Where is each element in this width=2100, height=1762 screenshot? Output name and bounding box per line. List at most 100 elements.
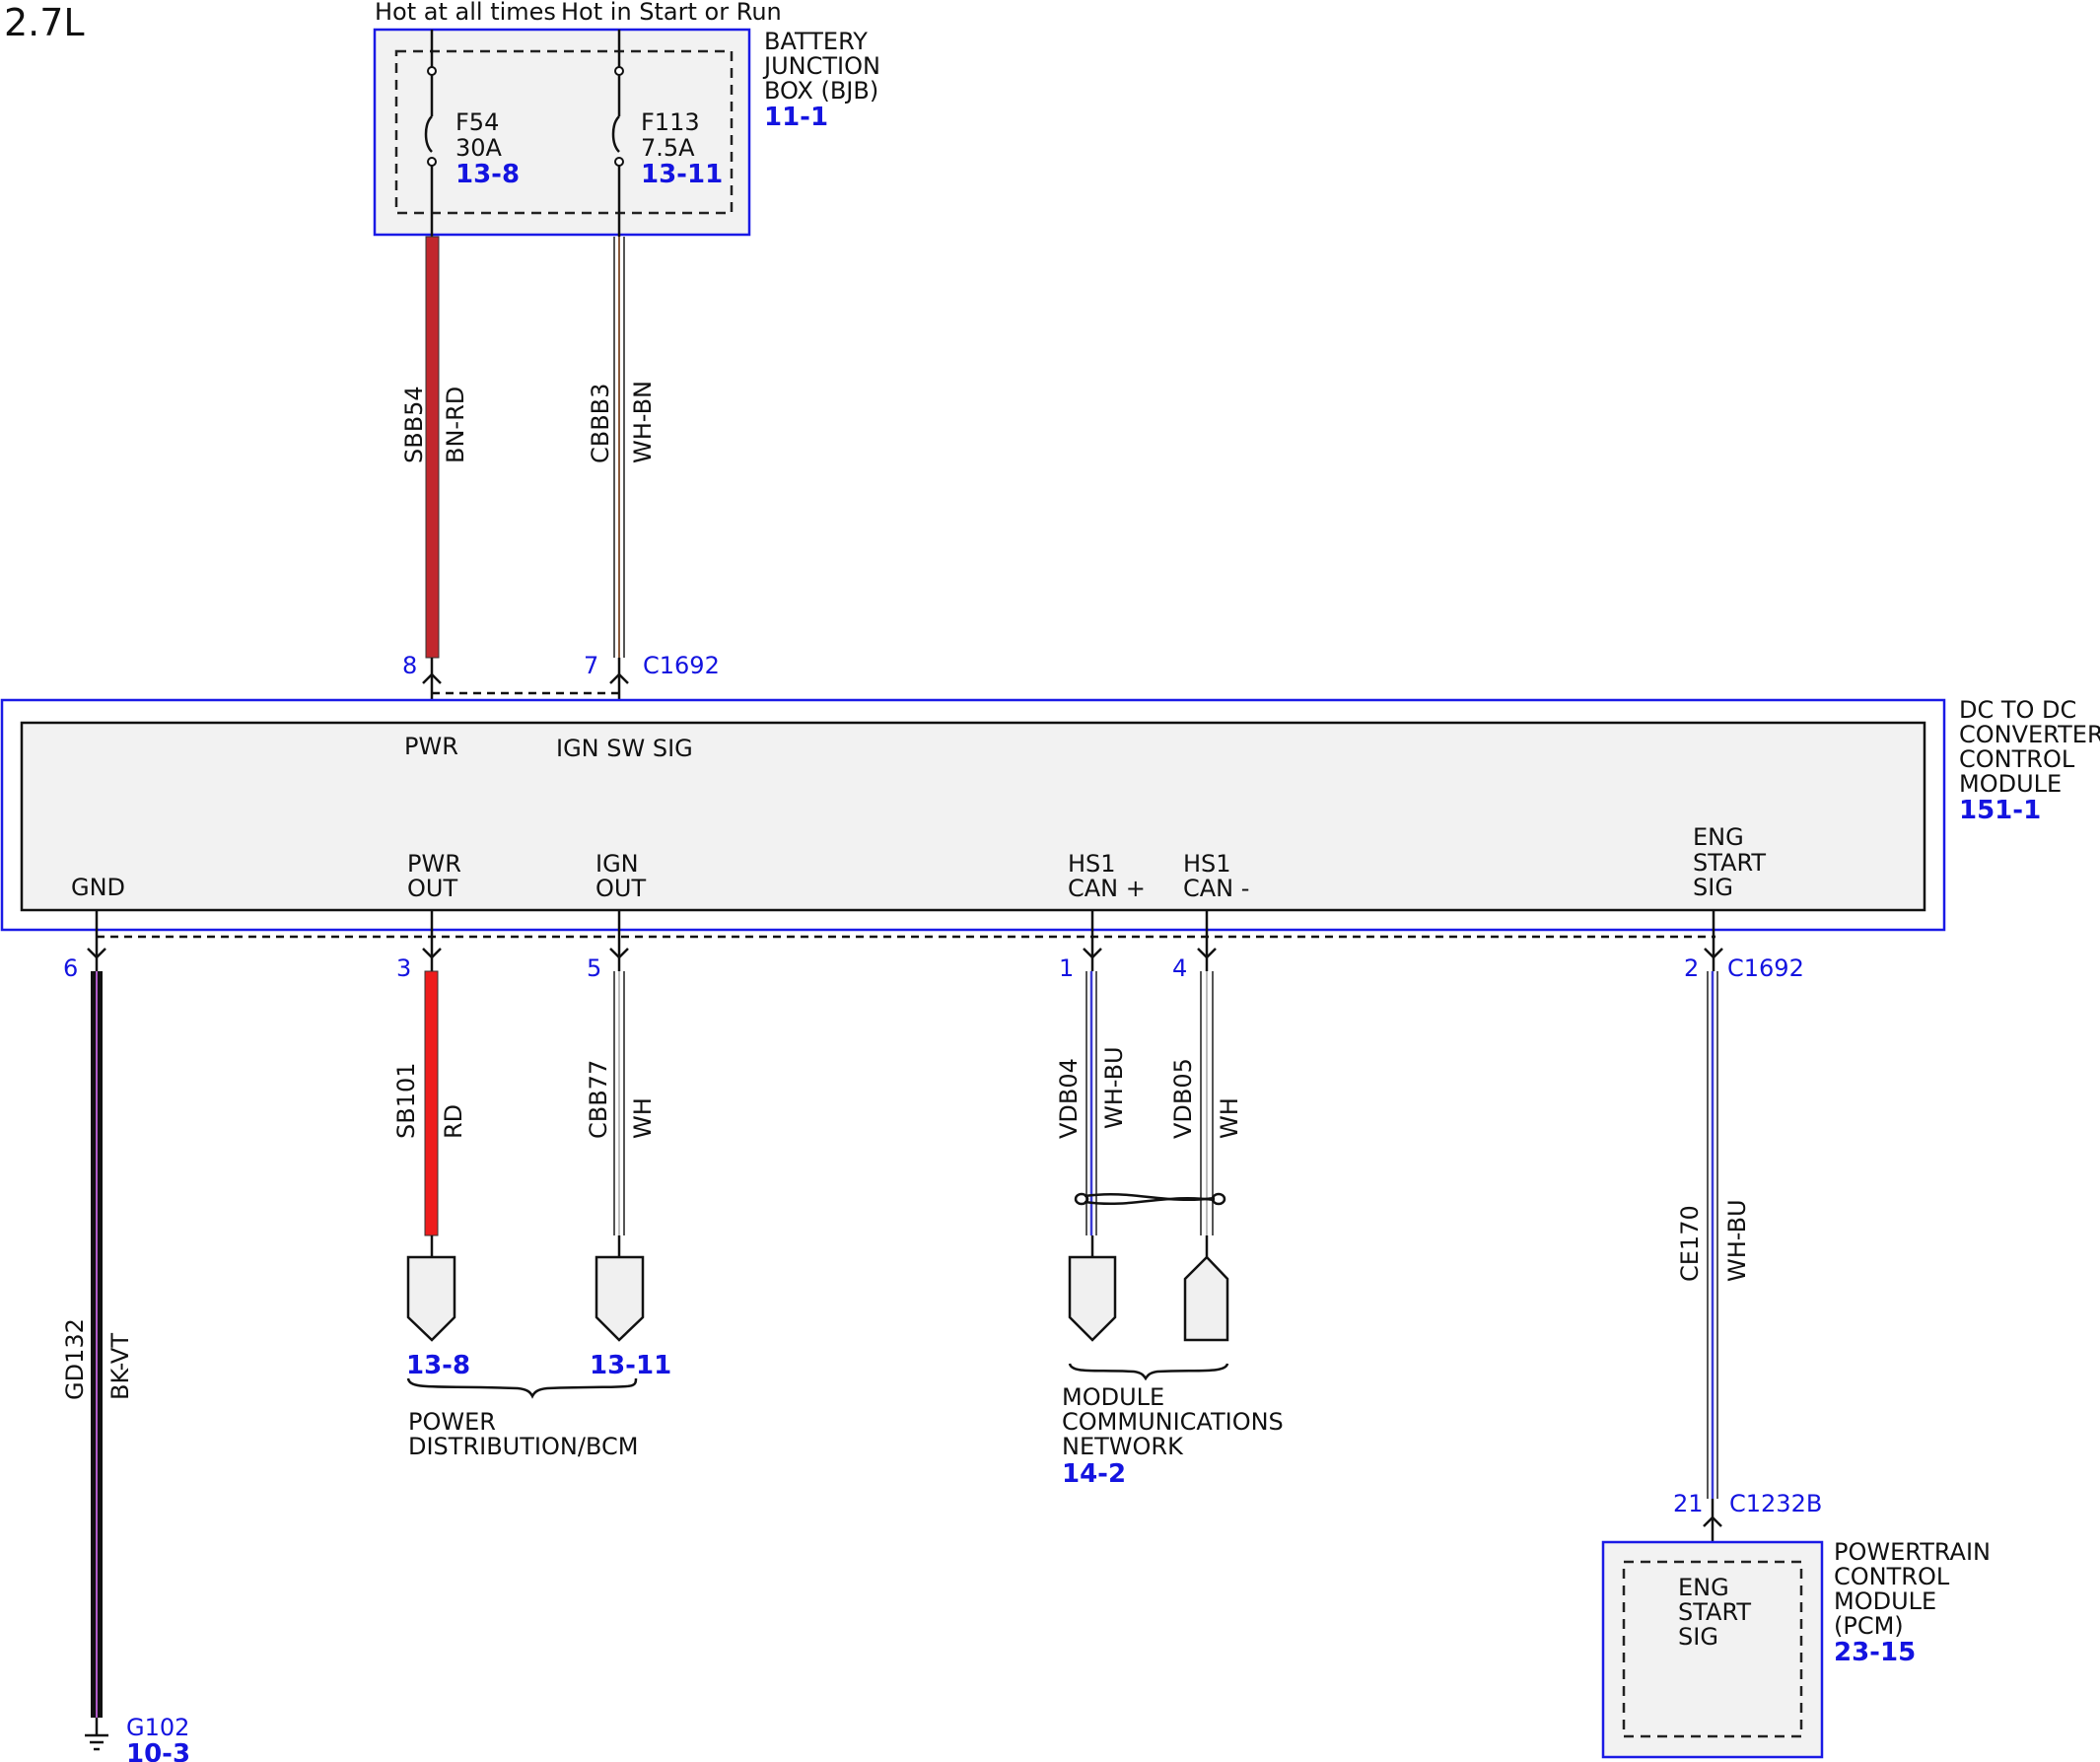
wire-ce170: [1707, 971, 1718, 1499]
wire-cbbb3: [613, 237, 625, 658]
connector-arrow-can-minus: [1183, 1255, 1229, 1342]
label-pwr-out-1: PWR: [407, 850, 461, 878]
wire-cbbb3-circuit: CBBB3: [587, 384, 614, 463]
wire-sb101-circuit: SB101: [392, 1062, 420, 1139]
label-eng-start-sig-2: START: [1693, 849, 1766, 877]
power-group-line-2: DISTRIBUTION/BCM: [408, 1433, 638, 1460]
ref-power-13-11[interactable]: 13-11: [590, 1351, 671, 1380]
connector-arrow-13-8: [406, 1255, 456, 1342]
wire-vdb05-circuit: VDB05: [1169, 1058, 1197, 1139]
wire-vdb04-circuit: VDB04: [1055, 1058, 1083, 1139]
pin-2: 2: [1684, 954, 1699, 982]
top-connector-symbols: [422, 658, 629, 723]
network-ref[interactable]: 14-2: [1062, 1459, 1126, 1489]
connector-arrow-13-11: [595, 1255, 645, 1342]
label-eng-start-sig-1: ENG: [1693, 823, 1744, 851]
pin-8: 8: [402, 652, 417, 679]
pin-7: 7: [584, 652, 598, 679]
wire-ce170-circuit: CE170: [1676, 1205, 1704, 1282]
fuse-f54-id: F54: [455, 108, 499, 136]
dcdc-name-line-1: DC TO DC: [1959, 696, 2076, 724]
fuse-f54-ref[interactable]: 13-8: [455, 160, 520, 189]
wire-sb101-color: RD: [440, 1104, 467, 1139]
ground-ref[interactable]: 10-3: [126, 1739, 190, 1762]
pin-3: 3: [396, 954, 411, 982]
fuse-f113: [611, 30, 624, 237]
engine-label: 2.7L: [4, 1, 85, 44]
pcm-name-line-4: (PCM): [1834, 1612, 1904, 1640]
pcm-signal-line-3: SIG: [1678, 1623, 1718, 1651]
fuse-f54: [424, 30, 437, 237]
dcdc-ref[interactable]: 151-1: [1959, 796, 2041, 825]
pin-4: 4: [1172, 954, 1187, 982]
label-ign-sw-sig: IGN SW SIG: [556, 735, 693, 762]
ground-icon: [85, 1718, 108, 1751]
bjb-ref[interactable]: 11-1: [764, 103, 828, 132]
hot-at-all-times-label: Hot at all times: [375, 0, 556, 26]
wire-cbb77-circuit: CBB77: [585, 1060, 612, 1139]
label-eng-start-sig-3: SIG: [1693, 874, 1733, 901]
pin-5: 5: [587, 954, 601, 982]
wire-sbb54-color: BN-RD: [442, 387, 469, 463]
powertrain-control-module: [1601, 1540, 1824, 1759]
bjb-name-line-3: BOX (BJB): [764, 77, 878, 105]
label-hs1-can-plus-1: HS1: [1068, 850, 1116, 878]
wire-vdb04-color: WH-BU: [1100, 1046, 1128, 1129]
pcm-connector-c1232b: C1232B: [1729, 1490, 1822, 1517]
bottom-connector-c1692: C1692: [1727, 954, 1804, 982]
pcm-signal-line-1: ENG: [1678, 1574, 1729, 1601]
dcdc-name-line-3: CONTROL: [1959, 745, 2075, 773]
twisted-pair-icon: [1074, 1192, 1226, 1206]
wire-cbbb3-color: WH-BN: [629, 381, 657, 463]
label-pwr: PWR: [404, 733, 458, 760]
wire-gd132: [91, 971, 103, 1718]
wire-sb101: [424, 970, 439, 1257]
dc-dc-converter-module: [0, 698, 1946, 932]
label-hs1-can-plus-2: CAN +: [1068, 875, 1146, 902]
bjb-name-line-2: JUNCTION: [762, 52, 880, 80]
network-group-brace: [1068, 1363, 1229, 1381]
label-hs1-can-minus-2: CAN -: [1183, 875, 1249, 902]
wire-vdb04: [1085, 971, 1097, 1257]
label-pwr-out-2: OUT: [407, 875, 457, 902]
pin-6: 6: [63, 954, 78, 982]
bjb-name-line-1: BATTERY: [764, 28, 868, 55]
hot-in-start-or-run-label: Hot in Start or Run: [561, 0, 782, 26]
network-group-line-1: MODULE: [1062, 1383, 1164, 1411]
pin-1: 1: [1059, 954, 1074, 982]
pcm-ref[interactable]: 23-15: [1834, 1638, 1916, 1667]
pcm-signal-line-2: START: [1678, 1598, 1751, 1626]
fuse-f113-id: F113: [641, 108, 700, 136]
fuse-f113-ref[interactable]: 13-11: [641, 160, 723, 189]
bottom-connector-symbols: [87, 910, 1723, 971]
label-ign-out-2: OUT: [595, 875, 646, 902]
ground-g102: G102: [126, 1714, 189, 1741]
wire-vdb05-color: WH: [1216, 1097, 1243, 1139]
network-group-line-2: COMMUNICATIONS: [1062, 1408, 1284, 1436]
wire-gd132-circuit: GD132: [61, 1318, 89, 1400]
wire-gd132-color: BK-VT: [106, 1333, 134, 1400]
label-hs1-can-minus-1: HS1: [1183, 850, 1231, 878]
wire-sbb54-circuit: SBB54: [400, 386, 428, 463]
label-gnd: GND: [71, 874, 125, 901]
pcm-name-line-2: CONTROL: [1834, 1563, 1950, 1590]
ref-power-13-8[interactable]: 13-8: [406, 1351, 470, 1380]
battery-junction-box: [373, 28, 751, 237]
fuse-f113-rating: 7.5A: [641, 134, 695, 162]
wire-vdb05: [1200, 971, 1214, 1257]
pin-21: 21: [1673, 1490, 1704, 1517]
pcm-name-line-1: POWERTRAIN: [1834, 1538, 1991, 1566]
pcm-name-line-3: MODULE: [1834, 1587, 1936, 1615]
network-group-line-3: NETWORK: [1062, 1433, 1184, 1460]
dcdc-name-line-4: MODULE: [1959, 770, 2062, 798]
wire-cbb77-color: WH: [629, 1097, 657, 1139]
power-group-brace: [406, 1377, 638, 1399]
label-ign-out-1: IGN: [595, 850, 639, 878]
wire-cbb77: [613, 971, 625, 1257]
wire-ce170-color: WH-BU: [1723, 1199, 1751, 1282]
connector-arrow-can-plus: [1068, 1255, 1117, 1342]
fuse-f54-rating: 30A: [455, 134, 503, 162]
dcdc-name-line-2: CONVERTER: [1959, 721, 2100, 748]
top-connector-c1692: C1692: [643, 652, 720, 679]
power-group-line-1: POWER: [408, 1408, 496, 1436]
